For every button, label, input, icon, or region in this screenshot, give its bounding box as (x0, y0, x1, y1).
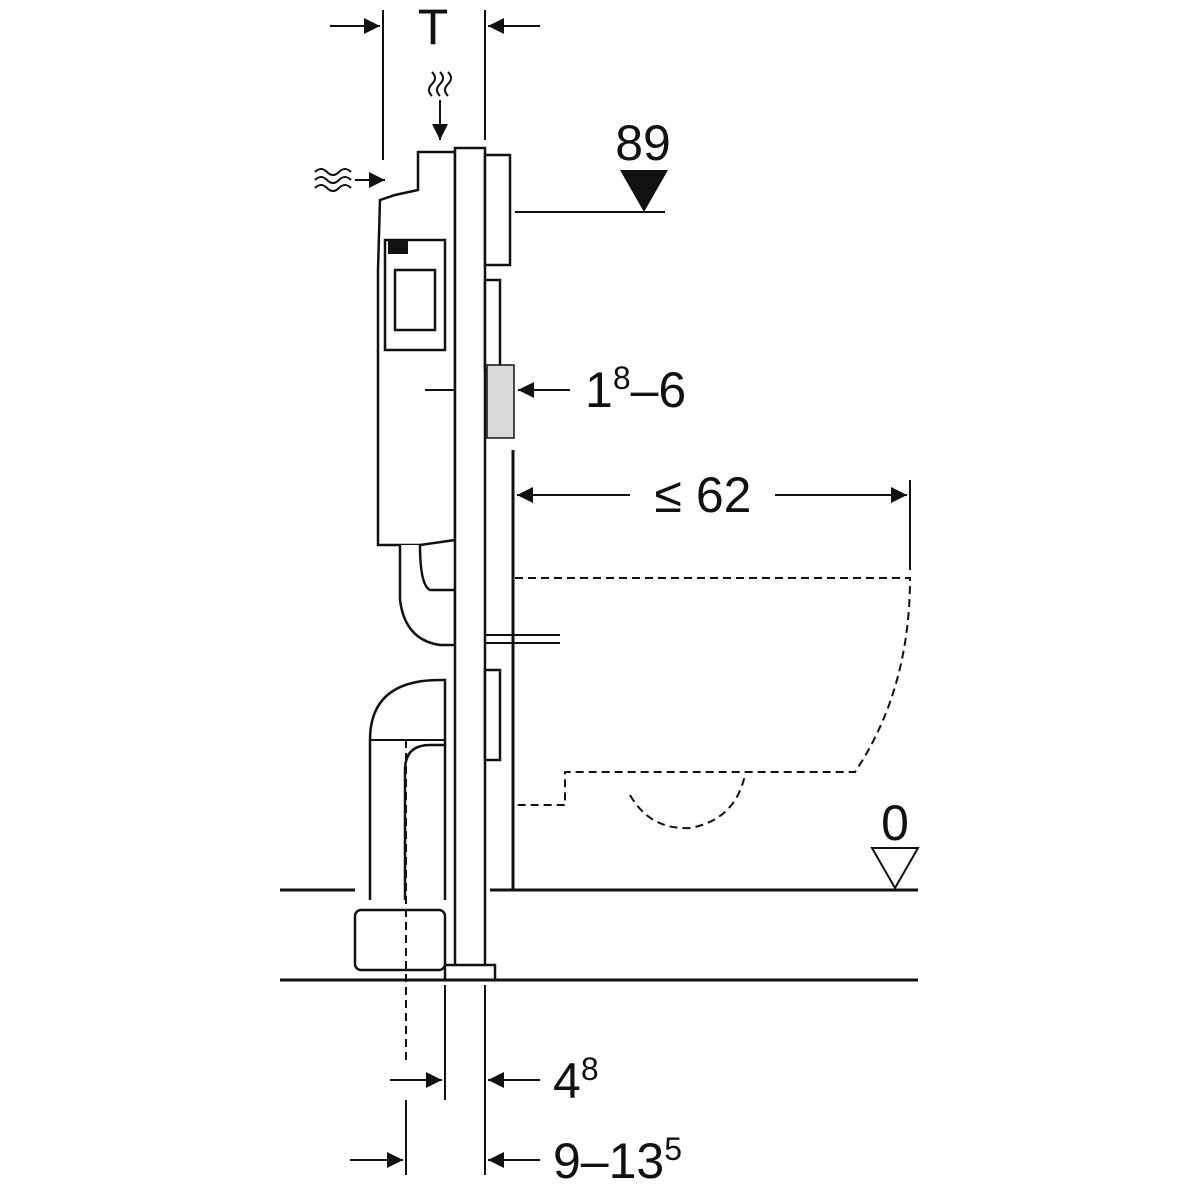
drain-offset-dimension: 9–135 (350, 1100, 682, 1189)
drain-offset-base: 9–13 (553, 1133, 664, 1189)
depth-label: T (418, 0, 449, 55)
toilet-bowl-outline (515, 577, 912, 830)
installation-frame (443, 146, 560, 982)
wall-thickness-dimension: 18–6 (518, 360, 686, 418)
frame-foot-base: 4 (553, 1053, 581, 1109)
frame-foot-dimension: 48 (390, 985, 599, 1175)
floor-level-label: 0 (881, 795, 909, 851)
wall-panel (486, 364, 515, 439)
floor-lines (280, 888, 918, 982)
cistern (376, 150, 475, 647)
depth-dimension: T (330, 0, 540, 160)
floor-level-marker: 0 (870, 795, 920, 891)
wall-thickness-sup: 8 (613, 360, 631, 396)
flush-height-dimension: 89 (515, 115, 671, 213)
frame-foot-sup: 8 (581, 1051, 599, 1087)
svg-text:48: 48 (553, 1051, 599, 1109)
svg-text:9–135: 9–135 (553, 1131, 682, 1189)
flush-height-label: 89 (615, 115, 671, 171)
drain-offset-sup: 5 (664, 1131, 682, 1167)
water-supply-icon (314, 71, 452, 192)
svg-text:18–6: 18–6 (585, 360, 686, 418)
bowl-projection-label: ≤ 62 (655, 467, 752, 523)
wall-thickness-base: 1 (585, 362, 613, 418)
bowl-projection-dimension: ≤ 62 (517, 467, 911, 570)
drain-pipe (353, 678, 447, 1060)
wall-thickness-rest: –6 (631, 362, 687, 418)
